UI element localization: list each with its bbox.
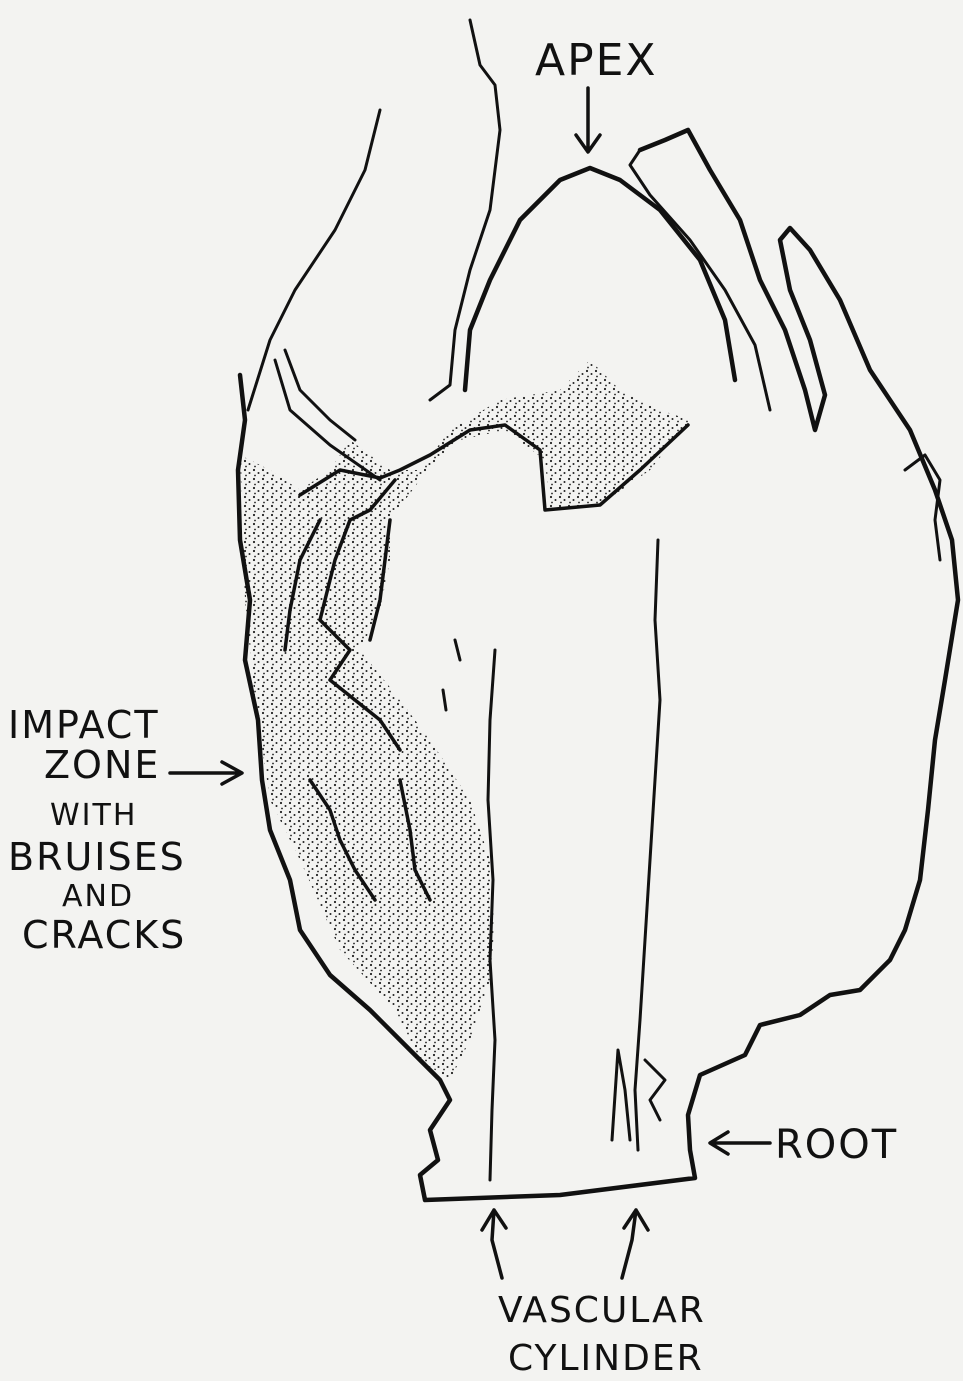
vascular-cylinder-label-2: CYLINDER: [508, 1338, 704, 1379]
apex-arrow: [576, 88, 600, 152]
right-leaf-edge: [630, 150, 770, 410]
impact-zone-stipple: [240, 360, 690, 1080]
vascular-cylinder-label-1: VASCULAR: [498, 1290, 706, 1331]
impact-zone-arrow: [170, 762, 242, 784]
impact-zone-label-2: ZONE: [44, 743, 160, 787]
impact-zone-label-5: AND: [62, 879, 134, 914]
apex-dome: [465, 168, 735, 390]
vascular-squiggle: [612, 1050, 665, 1140]
root-label: ROOT: [775, 1122, 898, 1168]
impact-zone-label-3: WITH: [50, 798, 137, 833]
root-arrow: [710, 1132, 770, 1154]
impact-zone-label-1: IMPACT: [8, 703, 160, 747]
vascular-line-right: [635, 540, 660, 1150]
vascular-arrow-right: [622, 1210, 648, 1278]
left-leaf-1: [248, 110, 380, 410]
impact-zone-label-6: CRACKS: [22, 913, 186, 957]
right-notch: [905, 455, 940, 560]
left-leaf-2: [430, 20, 500, 400]
vascular-arrow-left: [482, 1210, 506, 1278]
left-leaf-3: [285, 350, 355, 440]
apex-label: APEX: [535, 35, 658, 86]
impact-zone-label-4: BRUISES: [8, 835, 186, 879]
small-crack: [443, 640, 460, 710]
